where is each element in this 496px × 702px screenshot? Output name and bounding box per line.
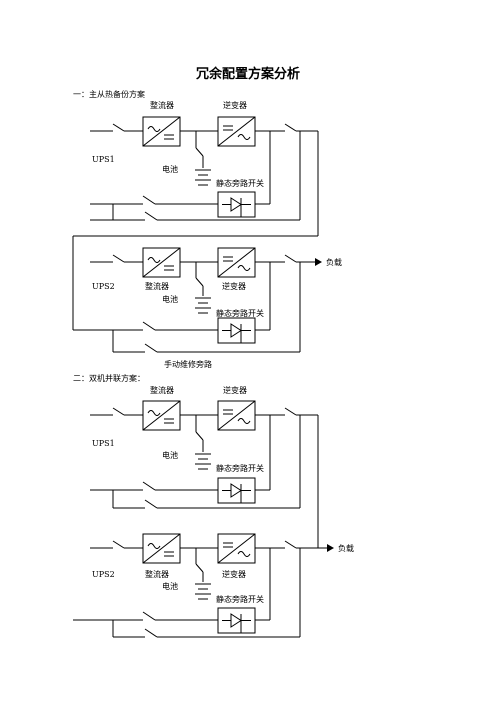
rectifier-label: 整流器 [150,385,174,395]
battery-label: 电池 [162,581,178,591]
scheme1-ups1: 整流器 逆变器 UPS1 电池 静态旁路开关 [90,100,318,221]
battery-label: 电池 [162,164,178,174]
ups-name: UPS1 [92,439,115,448]
bypass-label: 静态旁路开关 [216,463,264,473]
battery-icon [195,583,211,600]
inverter-label: 逆变器 [222,569,246,579]
static-bypass-switch-icon [217,191,256,218]
rectifier-symbol [142,247,181,278]
load-label: 负载 [326,257,342,267]
battery-icon [195,169,211,186]
scheme1-ups2: 负载 UPS2 整流器 逆变器 电池 静态旁路开关 手动维修旁路 [73,247,342,369]
scheme1-heading: 一：主从热备份方案 [73,89,145,99]
inverter-label: 逆变器 [223,385,247,395]
ups-name: UPS2 [92,570,115,579]
static-bypass-switch-icon [217,607,256,634]
bypass-label: 静态旁路开关 [216,178,264,188]
bypass-label: 静态旁路开关 [216,308,264,318]
inverter-symbol [217,247,256,278]
ups-name: UPS2 [92,282,115,291]
battery-label: 电池 [162,450,178,460]
battery-label: 电池 [162,294,178,304]
output-arrow-icon [327,544,334,552]
rectifier-label: 整流器 [145,569,169,579]
inverter-label: 逆变器 [223,100,247,110]
page-title: 冗余配置方案分析 [196,66,300,82]
maintenance-bypass-label: 手动维修旁路 [164,359,212,369]
inverter-symbol [217,116,256,147]
inverter-symbol [217,533,256,564]
ups-name: UPS1 [92,155,115,164]
static-bypass-switch-icon [217,317,256,344]
bypass-label: 静态旁路开关 [216,594,264,604]
scheme2-heading: 二：双机并联方案： [73,373,145,383]
rectifier-label: 整流器 [145,281,169,291]
rectifier-symbol [142,533,181,564]
rectifier-label: 整流器 [150,100,174,110]
battery-icon [195,453,211,470]
scheme2-ups2: 负载 UPS2 整流器 逆变器 电池 静态旁路开关 [73,533,354,638]
inverter-symbol [217,400,256,431]
rectifier-symbol [142,400,181,431]
scheme2-ups1: 整流器 逆变器 UPS1 电池 静态旁路开关 [90,385,318,509]
load-label: 负载 [338,543,354,553]
inverter-label: 逆变器 [222,281,246,291]
battery-icon [195,297,211,314]
output-arrow-icon [315,258,322,266]
rectifier-symbol [142,116,181,147]
static-bypass-switch-icon [217,477,256,504]
